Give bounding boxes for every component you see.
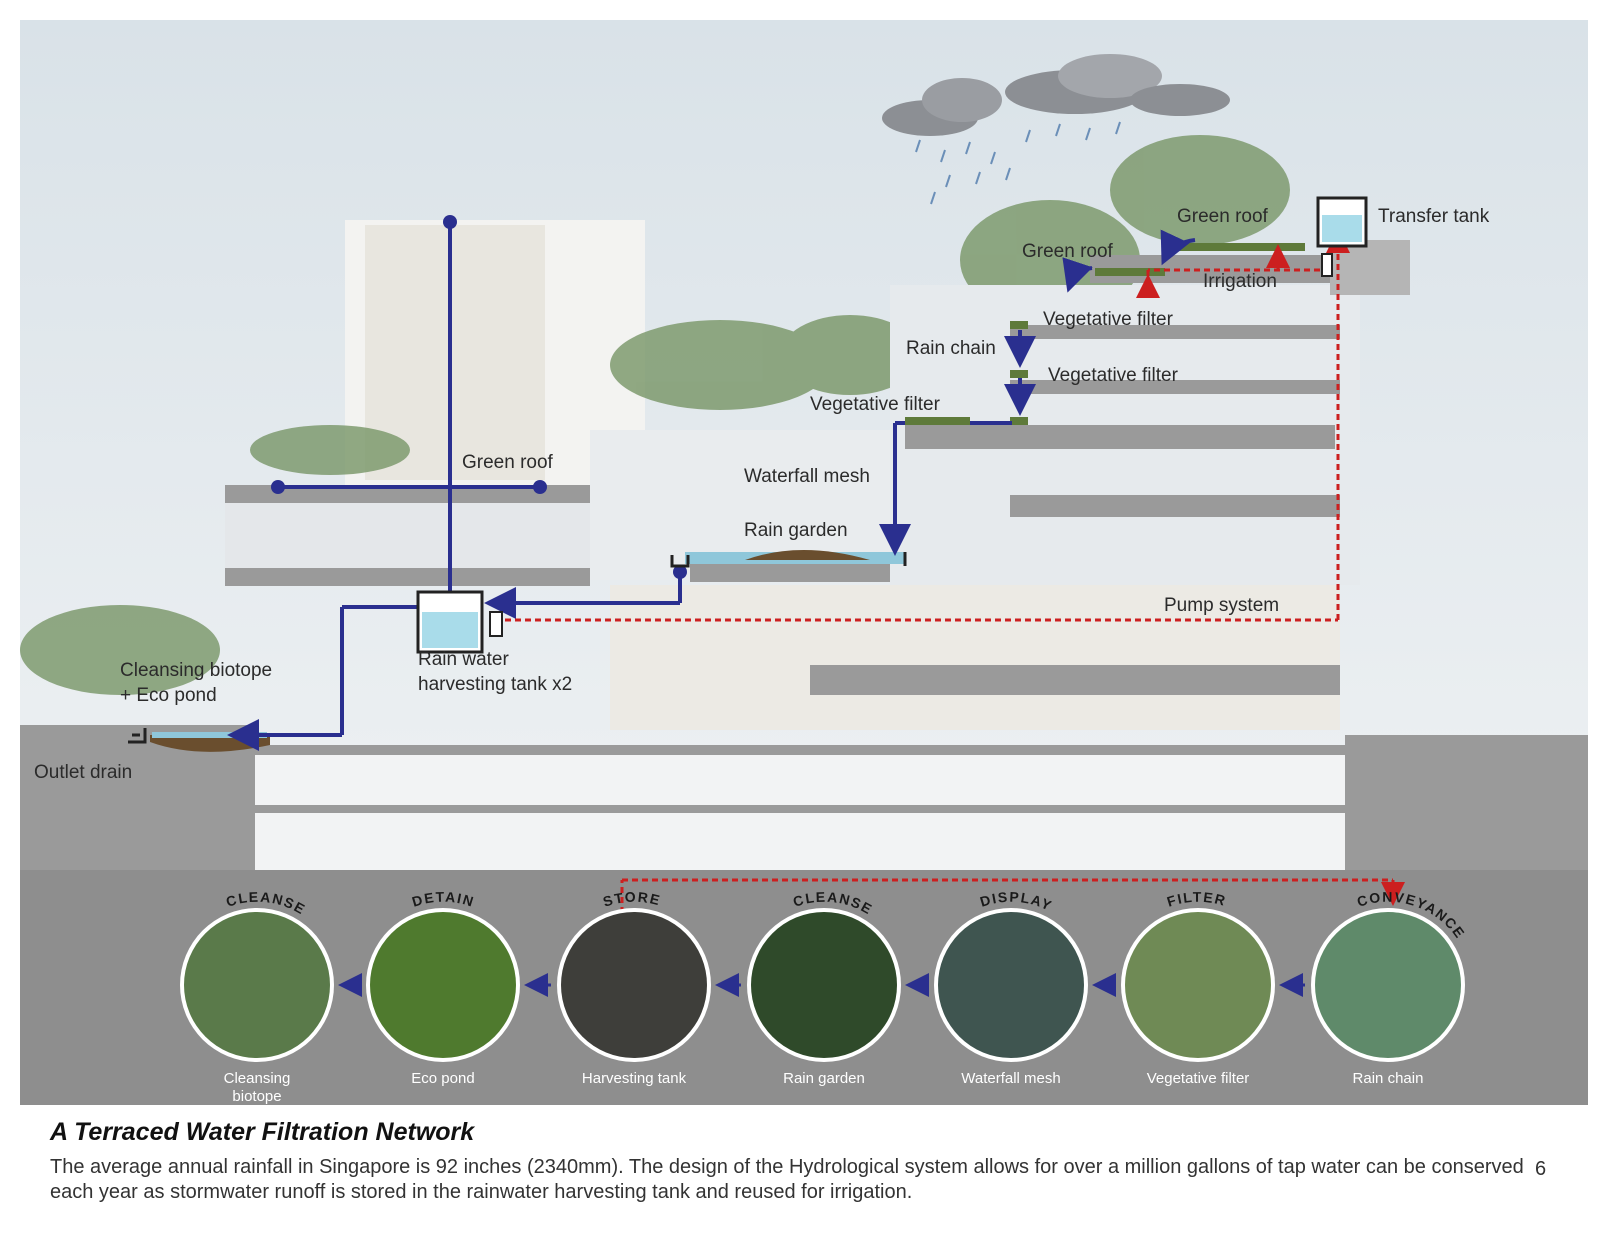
stage-label: Harvesting tank [582, 1070, 687, 1087]
label-green-roof-left: Green roof [462, 452, 554, 473]
building-section [20, 240, 1588, 870]
label-pump-system: Pump system [1164, 595, 1279, 616]
label-outlet-drain: Outlet drain [34, 762, 132, 783]
green-roof-beds [905, 243, 1305, 425]
stage-label-line2: biotope [232, 1088, 281, 1105]
stage-photo [561, 912, 707, 1058]
diagram-labels: Green roof Green roof Green roof Transfe… [34, 206, 1490, 783]
label-harvest-tank-line2: harvesting tank x2 [418, 674, 572, 695]
rain-garden-bed [685, 550, 905, 564]
stage-6: FILTER Vegetative filter [1092, 889, 1275, 1087]
stage-label: Waterfall mesh [961, 1070, 1060, 1087]
stage-photo [1125, 912, 1271, 1058]
stage-label: Rain garden [783, 1070, 865, 1087]
stage-photo [938, 912, 1084, 1058]
stage-photo [370, 912, 516, 1058]
label-vegetative-filter-1: Vegetative filter [1043, 309, 1174, 330]
irrigation-arrows [1136, 244, 1290, 298]
rainwater-harvesting-tank-icon [416, 590, 503, 654]
label-transfer-tank: Transfer tank [1378, 206, 1490, 227]
stormwater-flow-lines [227, 222, 1196, 751]
label-vegetative-filter-3: Vegetative filter [810, 394, 941, 415]
gutter-icon [670, 552, 907, 568]
stage-arc-label: FILTER [1165, 889, 1228, 910]
label-waterfall-mesh: Waterfall mesh [744, 466, 870, 487]
stage-label: Vegetative filter [1147, 1070, 1250, 1087]
label-vegetative-filter-2: Vegetative filter [1048, 365, 1179, 386]
label-irrigation: Irrigation [1203, 271, 1277, 292]
label-biotope-line1: Cleansing biotope [120, 660, 272, 681]
outlet-drain-icon [128, 728, 147, 744]
transfer-tank-icon [1316, 196, 1368, 277]
page-number: 6 [1535, 1158, 1547, 1180]
caption-title: A Terraced Water Filtration Network [50, 1118, 475, 1146]
label-green-roof-top2: Green roof [1022, 241, 1114, 262]
stage-photo [184, 912, 330, 1058]
stage-label: Rain chain [1353, 1070, 1424, 1087]
stage-photo [1315, 912, 1461, 1058]
stage-label: Eco pond [411, 1070, 474, 1087]
stage-arc-label: DETAIN [410, 889, 477, 910]
stage-label: Cleansing [224, 1070, 291, 1087]
label-rain-chain: Rain chain [906, 338, 996, 359]
caption-block: A Terraced Water Filtration Network The … [50, 1118, 1570, 1205]
label-biotope-line2: + Eco pond [120, 685, 217, 706]
rain-cloud-icon [882, 54, 1230, 205]
stage-3: STORE Harvesting tank [524, 889, 711, 1087]
stage-arc-label: STORE [601, 889, 663, 910]
flow-junction-dots [271, 215, 687, 579]
caption-body: The average annual rainfall in Singapore… [50, 1156, 1524, 1203]
stage-photo [751, 912, 897, 1058]
stages-return-line [620, 878, 1405, 913]
stage-2: DETAIN Eco pond [338, 889, 520, 1087]
label-harvest-tank-line1: Rain water [418, 649, 509, 670]
label-rain-garden: Rain garden [744, 520, 848, 541]
label-green-roof-top1: Green roof [1177, 206, 1269, 227]
